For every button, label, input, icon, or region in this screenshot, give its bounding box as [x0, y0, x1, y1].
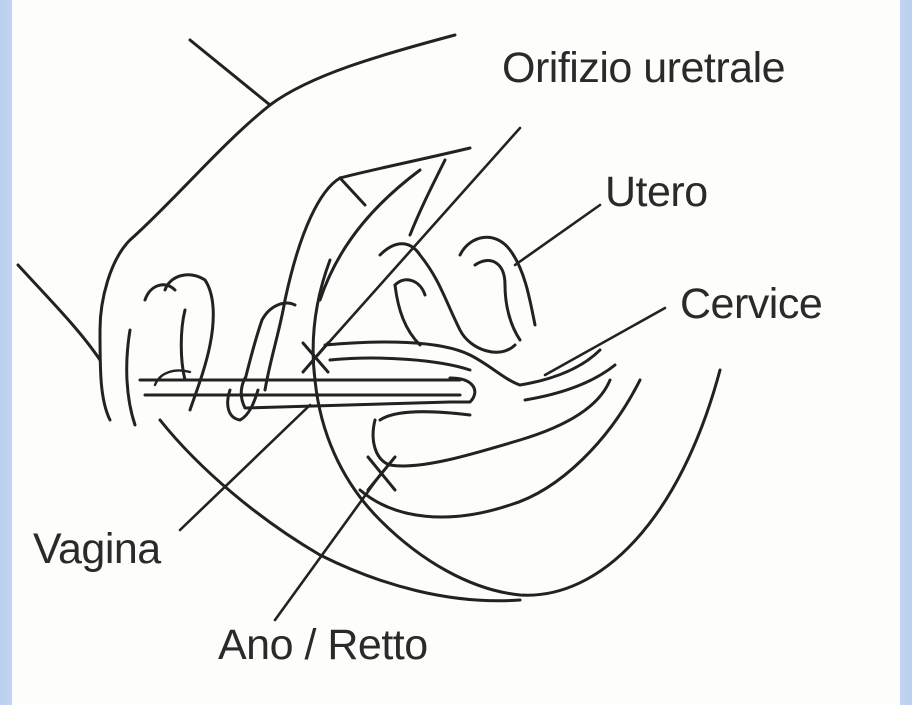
label-cervix: Cervice [680, 280, 822, 329]
label-uterus: Utero [605, 168, 708, 217]
leader-lines [180, 128, 665, 620]
hand-drawing [18, 35, 470, 425]
anus-rectum-leader [275, 475, 380, 620]
label-urethral-orifice: Orifizio uretrale [502, 44, 785, 93]
label-vagina: Vagina [33, 525, 161, 574]
instrument-drawing [140, 371, 475, 408]
label-anus-rectum: Ano / Retto [218, 621, 428, 670]
urethral-orifice-leader [315, 128, 520, 358]
cervix-leader [545, 308, 665, 375]
uterus-leader [515, 205, 600, 265]
vagina-leader [180, 405, 310, 530]
